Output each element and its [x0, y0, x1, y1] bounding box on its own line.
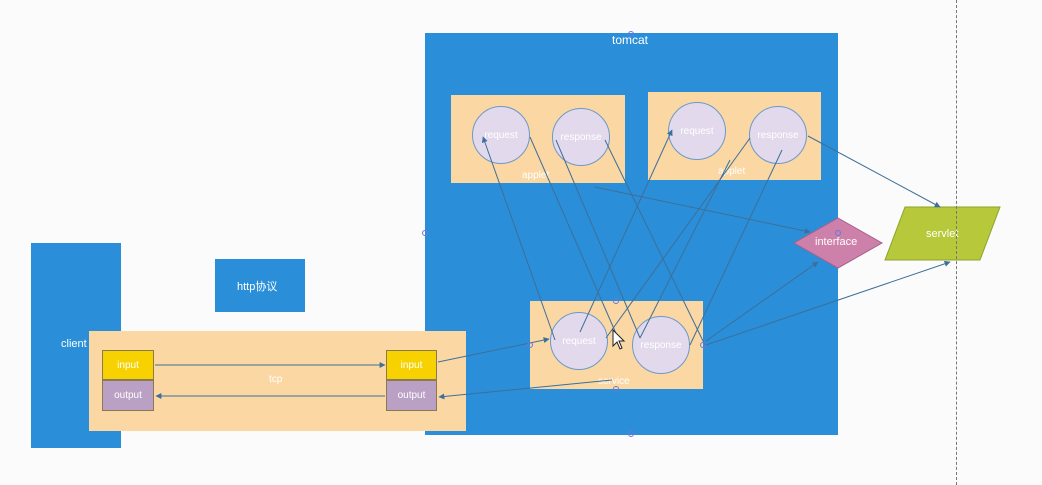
http-protocol-label: http协议 [237, 281, 278, 293]
tcp-label: tcp [269, 374, 283, 385]
applet-1-response-circle: response [552, 108, 610, 166]
servlet-label: servlet [926, 228, 959, 240]
service-response-circle: response [632, 316, 690, 374]
interface-label: interface [815, 236, 858, 248]
server-output-port: output [386, 380, 437, 411]
tomcat-label: tomcat [612, 33, 649, 47]
interface-diamond [792, 217, 884, 269]
client-label: client [61, 338, 87, 350]
http-protocol-box [215, 259, 305, 312]
server-input-port: input [386, 350, 437, 380]
applet-2-label: applet [718, 166, 746, 177]
service-request-circle: request [550, 312, 608, 370]
servlet-parallelogram [884, 206, 1001, 261]
client-output-port: output [102, 380, 154, 411]
applet-2-response-circle: response [749, 106, 807, 164]
client-input-port: input [102, 350, 154, 380]
applet-1-request-circle: request [472, 106, 530, 164]
service-label: service [598, 376, 630, 387]
applet-1-label: applet [522, 170, 550, 181]
page-divider [956, 0, 957, 485]
